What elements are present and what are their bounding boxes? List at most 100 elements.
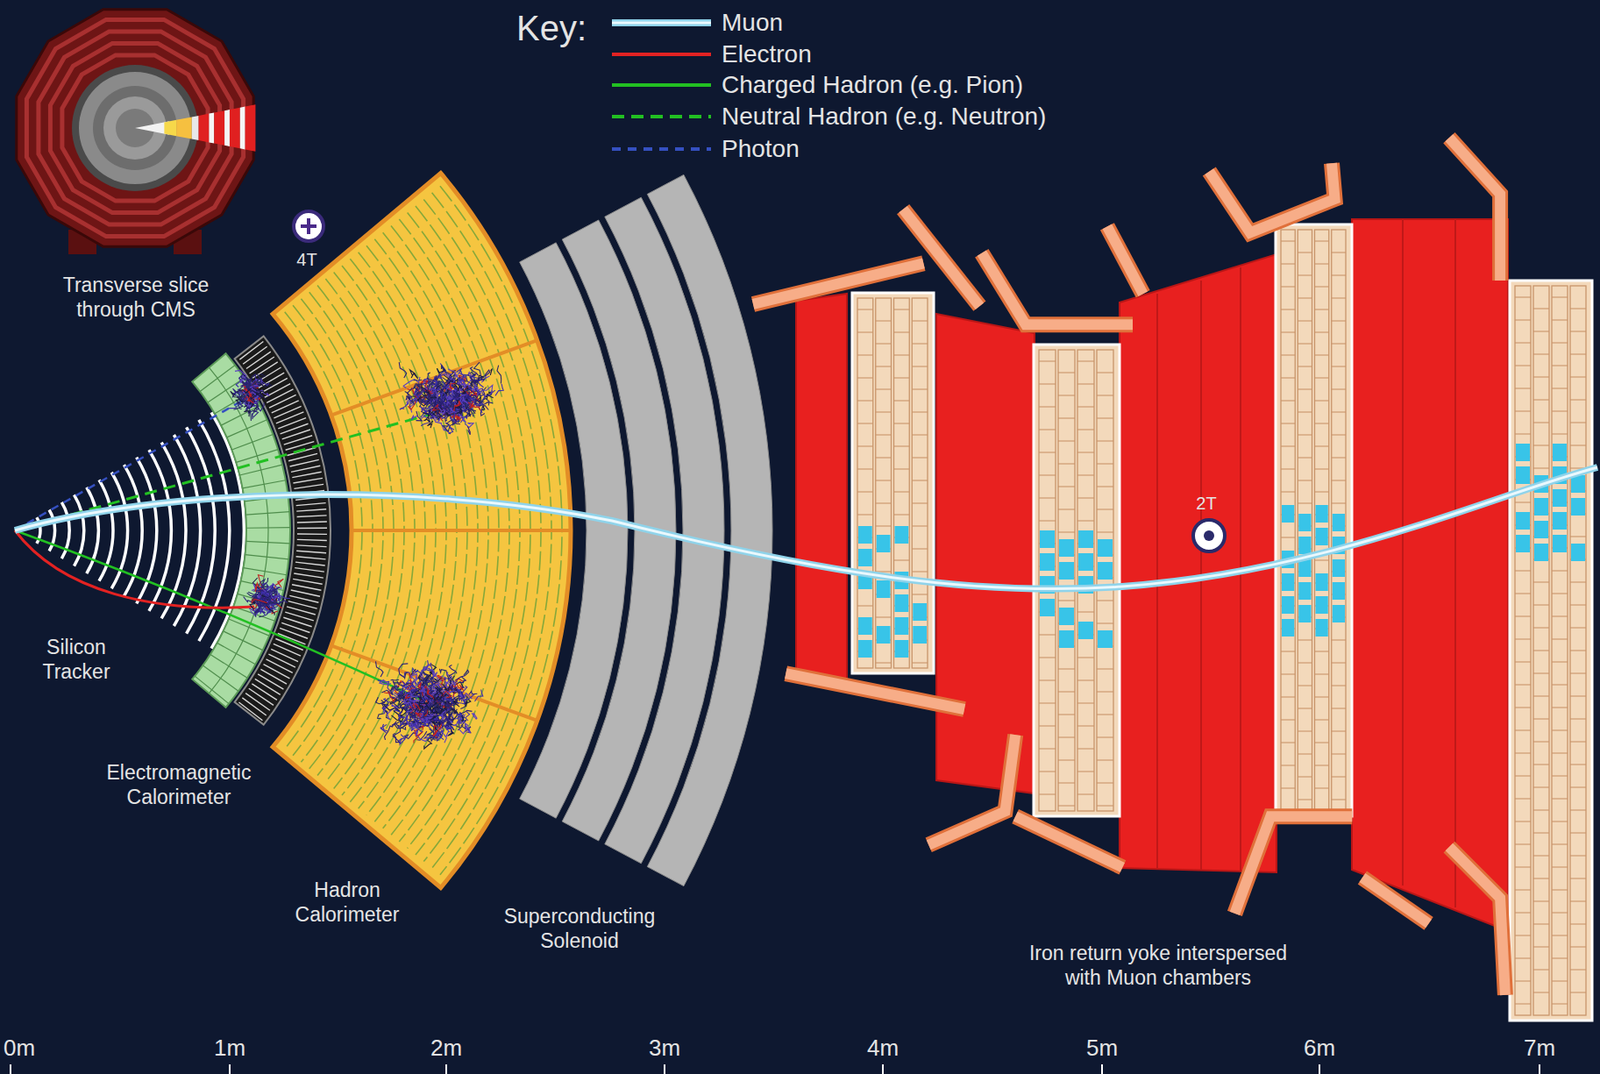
- legend-text: Electron: [721, 39, 812, 70]
- band-tick: [238, 702, 263, 721]
- muon-hit: [876, 534, 891, 553]
- chamber-cell: [1315, 741, 1330, 743]
- yoke-bracket: [1208, 163, 1335, 233]
- chamber-cell: [1570, 832, 1586, 833]
- chamber-cell: [911, 661, 928, 663]
- iron-yoke: [1351, 219, 1508, 932]
- hadron-shower: [446, 387, 456, 396]
- hadron-shower: [398, 735, 408, 741]
- hadron-shower: [382, 724, 388, 731]
- scale-label: 0m: [3, 1034, 36, 1062]
- chamber-cell: [1297, 775, 1312, 777]
- muon-hit: [1315, 596, 1329, 614]
- chamber-cell: [911, 388, 928, 390]
- chamber-cell: [1533, 923, 1550, 925]
- chamber-cell: [1570, 763, 1586, 765]
- chamber-cell: [1331, 639, 1346, 640]
- chamber-cell: [1570, 786, 1586, 788]
- chamber-cell: [1280, 787, 1295, 789]
- chamber-cell: [1038, 383, 1056, 384]
- photon-shower: [241, 394, 247, 404]
- chamber-cell: [1331, 798, 1346, 800]
- band-tick: [297, 539, 328, 541]
- band-tick: [277, 632, 306, 644]
- chamber-cell: [894, 445, 911, 447]
- chamber-cell: [1077, 474, 1095, 476]
- chamber-cell: [1570, 330, 1586, 332]
- hadron-shower: [376, 661, 384, 677]
- chamber-column: [894, 298, 911, 669]
- chamber-cell: [1038, 360, 1056, 362]
- chamber-cell: [1533, 649, 1550, 651]
- chamber-cell: [1533, 398, 1550, 400]
- hadron-shower: [429, 411, 437, 416]
- muon-hit: [1571, 543, 1586, 562]
- band-tick: [255, 678, 281, 695]
- chamber-cell: [875, 388, 892, 390]
- hadron-shower: [464, 694, 476, 704]
- chamber-cell: [1514, 934, 1531, 936]
- muon-hit: [1534, 497, 1549, 516]
- band-tick: [296, 509, 327, 512]
- muon-hit: [1097, 539, 1113, 557]
- hadron-shower: [441, 710, 447, 720]
- chamber-cell: [1315, 376, 1330, 378]
- muon-hit: [912, 603, 927, 621]
- chamber-cell: [1280, 422, 1295, 424]
- band-tick: [241, 697, 266, 716]
- chamber-cell: [1551, 592, 1568, 594]
- chamber-cell: [857, 422, 874, 424]
- chamber-cell: [1280, 764, 1295, 766]
- band-tick: [297, 527, 328, 530]
- chamber-column: [1038, 349, 1056, 811]
- chamber-cell: [911, 456, 928, 458]
- chamber-cell: [1077, 793, 1095, 795]
- muon-hit: [1332, 559, 1345, 577]
- photon-shower: [236, 388, 252, 394]
- chamber-cell: [1570, 718, 1586, 719]
- band-tick: [294, 568, 325, 572]
- hadron-shower: [410, 369, 419, 379]
- chamber-cell: [1514, 364, 1531, 366]
- hadron-shower: [412, 668, 424, 676]
- chamber-cell: [1038, 405, 1056, 407]
- hadron-shower: [427, 728, 434, 736]
- hadron-shower: [448, 665, 457, 675]
- chamber-cell: [1280, 445, 1295, 447]
- hadron-shower: [434, 713, 441, 719]
- chamber-cell: [1096, 759, 1114, 761]
- chamber-cell: [875, 320, 892, 321]
- chamber-cell: [1297, 274, 1312, 276]
- hadron-shower: [448, 672, 456, 683]
- legend-sample: [611, 114, 712, 119]
- chamber-cell: [1570, 535, 1586, 537]
- hadron-shower: [405, 391, 415, 406]
- chamber-cell: [1570, 672, 1586, 674]
- hadron-shower: [456, 380, 466, 393]
- chamber-cell: [1514, 615, 1531, 617]
- chamber-cell: [1315, 308, 1330, 310]
- chamber-cell: [1551, 843, 1568, 845]
- iron-yoke: [1119, 254, 1277, 873]
- chamber-cell: [1551, 1002, 1568, 1004]
- hadron-shower: [458, 723, 467, 734]
- muon-hit: [1281, 504, 1295, 523]
- hadron-shower: [405, 721, 414, 726]
- inset-wedge: [192, 115, 200, 141]
- hadron-shower: [406, 721, 413, 728]
- yoke-bracket: [1234, 816, 1352, 914]
- chamber-cell: [857, 399, 874, 401]
- hadron-shower: [437, 373, 445, 378]
- yoke-bracket: [903, 209, 980, 307]
- inset-wedge: [208, 112, 214, 143]
- chamber-cell: [1096, 508, 1114, 510]
- band-tick: [276, 412, 304, 424]
- hadron-shower: [457, 689, 463, 703]
- chamber-cell: [1514, 341, 1531, 343]
- muon-hit: [912, 625, 927, 644]
- hadron-shower: [465, 711, 470, 721]
- scale-label: 6m: [1303, 1034, 1336, 1062]
- chamber-cell: [875, 433, 892, 435]
- hadron-shower: [398, 663, 409, 678]
